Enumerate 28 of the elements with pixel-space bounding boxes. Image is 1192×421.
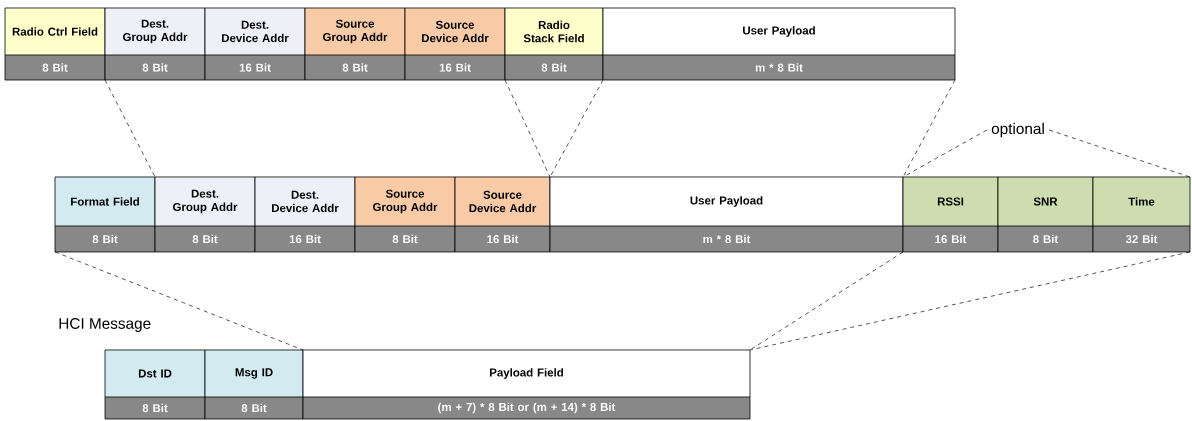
field-cell: Radio Ctrl Field 8 Bit [4,7,106,81]
field-cell: Time 32 Bit [1092,176,1191,253]
field-cell: Radio Stack Field 8 Bit [504,7,604,81]
label-text: optional [991,122,1044,138]
field-cell: SNR 8 Bit [997,176,1094,253]
field-cell: Source Device Addr 16 Bit [404,7,506,81]
leader-line [54,251,304,351]
field-cell: Dst ID 8 Bit [104,349,206,420]
field-cell: Source Group Addr 8 Bit [304,7,406,81]
field-cell: Source Device Addr 16 Bit [454,176,551,253]
leader-line [104,79,156,178]
field-cell: Source Group Addr 8 Bit [354,176,456,253]
leader-line [749,251,1191,351]
leader-line [1048,129,1191,178]
section-title: HCI Message [59,318,151,332]
field-cell: Dest. Group Addr 8 Bit [154,176,256,253]
field-cell: Dest. Device Addr 16 Bit [254,176,356,253]
field-cell: Msg ID 8 Bit [204,349,304,420]
field-cell: User Payload m * 8 Bit [602,7,956,81]
leader-line [504,79,551,178]
field-cell: Dest. Device Addr 16 Bit [204,7,306,81]
field-cell: Payload Field (m + 7) * 8 Bit or (m + 14) * 8 Bit [302,349,751,420]
leader-line [902,79,956,178]
leader-line [549,79,604,178]
field-cell: RSSI 16 Bit [902,176,999,253]
field-cell: Format Field 8 Bit [54,176,156,253]
field-cell: User Payload m * 8 Bit [549,176,904,253]
field-cell: Dest. Group Addr 8 Bit [104,7,206,81]
